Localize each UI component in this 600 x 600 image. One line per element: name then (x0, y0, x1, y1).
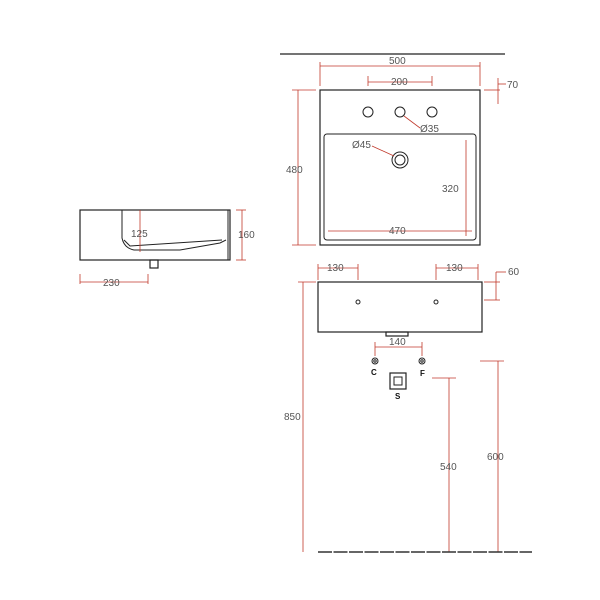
side-view-basin-outline (79, 209, 231, 261)
side-view-inner-bowl (121, 210, 227, 251)
tap-hole-center-icon (394, 106, 406, 118)
waste-outlet-inner-icon (393, 376, 403, 386)
top-view-basin-outline (319, 89, 481, 246)
dim-600-label: 600 (487, 452, 504, 463)
mounting-hole-right-icon (433, 299, 439, 305)
dim-140-label: 140 (389, 337, 406, 348)
dim-60-label: 60 (508, 267, 520, 278)
top-view-bowl-outline (323, 133, 477, 241)
dim-45-label: Ø45 (352, 140, 371, 151)
label-c: C (371, 368, 377, 377)
cold-supply-icon (371, 357, 379, 365)
dim-35-label: Ø35 (420, 124, 439, 135)
dim-leader-35 (403, 115, 421, 129)
dim-130-right-label: 130 (446, 263, 463, 274)
drain-hole-inner-icon (394, 154, 406, 166)
dim-leader-45 (371, 145, 395, 157)
dim-850-label: 850 (284, 412, 301, 423)
front-view-basin-outline (317, 281, 483, 333)
dim-500-label: 500 (389, 56, 406, 67)
label-s: S (395, 392, 401, 401)
front-view-drain-outlet (385, 331, 409, 337)
hot-supply-icon (418, 357, 426, 365)
dim-160-label: 160 (238, 230, 255, 241)
dim-200-label: 200 (391, 77, 408, 88)
front-view: C F S 130 130 60 140 850 540 600 (284, 263, 532, 553)
side-view-drain-outlet (149, 259, 159, 269)
dim-130-left-label: 130 (327, 263, 344, 274)
top-view: 500 200 70 480 Ø35 Ø45 320 470 (280, 53, 519, 246)
dim-70-label: 70 (507, 80, 519, 91)
tap-hole-left-icon (362, 106, 374, 118)
dim-320-label: 320 (442, 184, 459, 195)
mounting-hole-left-icon (355, 299, 361, 305)
waste-outlet-icon (389, 372, 407, 390)
tap-hole-right-icon (426, 106, 438, 118)
dim-125-label: 125 (131, 229, 148, 240)
side-view-bowl-slope (123, 239, 223, 247)
side-view: 125 160 230 (79, 209, 255, 289)
dim-480-label: 480 (286, 165, 303, 176)
dim-470-label: 470 (389, 226, 406, 237)
cold-supply-inner-icon (373, 359, 377, 363)
drain-hole-outer-icon (391, 151, 409, 169)
dim-540-label: 540 (440, 462, 457, 473)
label-f: F (420, 369, 425, 378)
dim-230-label: 230 (103, 278, 120, 289)
hot-supply-inner-icon (420, 359, 424, 363)
